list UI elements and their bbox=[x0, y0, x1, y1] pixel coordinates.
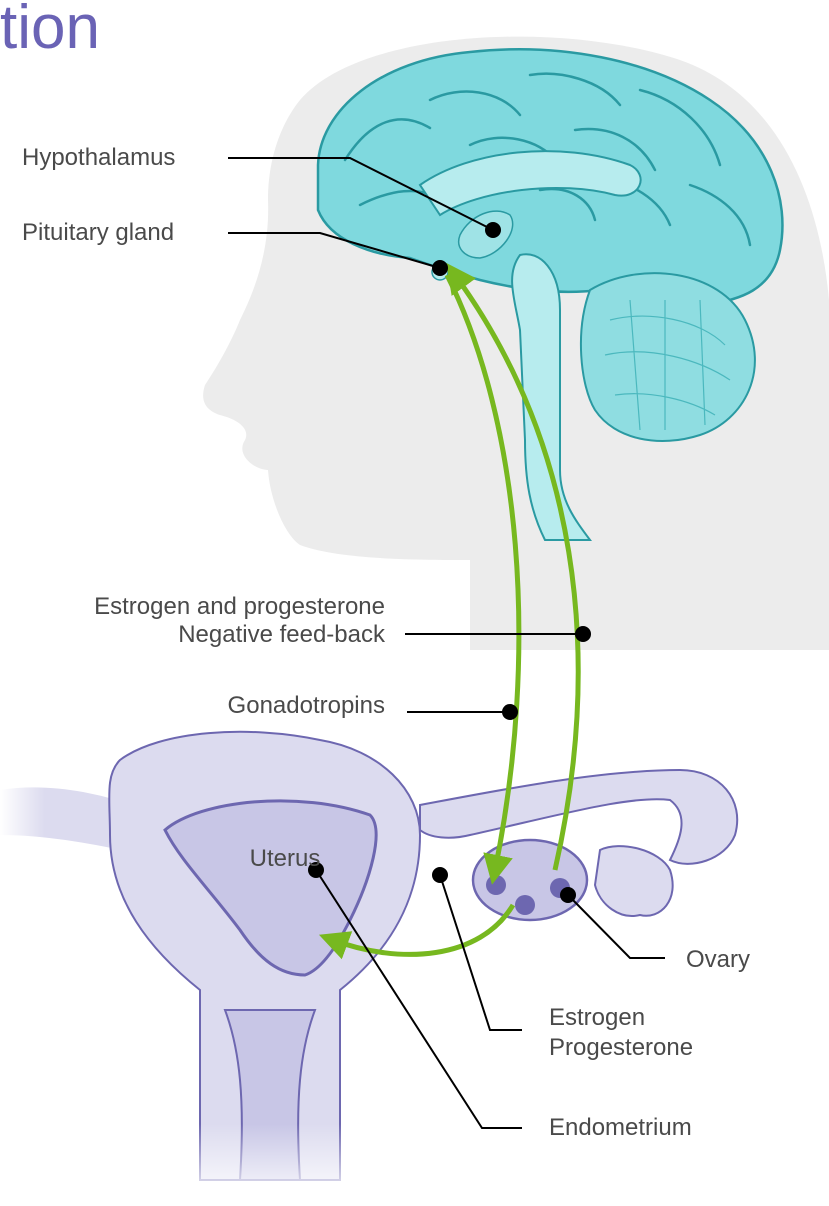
ovary-dot bbox=[560, 887, 576, 903]
gonadotropins-dot bbox=[502, 704, 518, 720]
label-feedback-line1: Estrogen and progesterone bbox=[94, 593, 385, 620]
label-progesterone: Progesterone bbox=[549, 1034, 693, 1061]
label-uterus: Uterus bbox=[250, 845, 321, 872]
estrogen-dot bbox=[432, 867, 448, 883]
label-endometrium: Endometrium bbox=[549, 1114, 692, 1141]
label-ovary: Ovary bbox=[686, 946, 750, 973]
hypothalamus-dot bbox=[485, 222, 501, 238]
pituitary-dot bbox=[432, 260, 448, 276]
label-gonadotropins: Gonadotropins bbox=[228, 692, 385, 719]
page-title: tion bbox=[0, 0, 100, 62]
label-pituitary: Pituitary gland bbox=[22, 219, 174, 246]
feedback-dot bbox=[575, 626, 591, 642]
label-hypothalamus: Hypothalamus bbox=[22, 144, 175, 171]
label-feedback-line2: Negative feed-back bbox=[178, 621, 386, 648]
label-estrogen: Estrogen bbox=[549, 1004, 645, 1031]
